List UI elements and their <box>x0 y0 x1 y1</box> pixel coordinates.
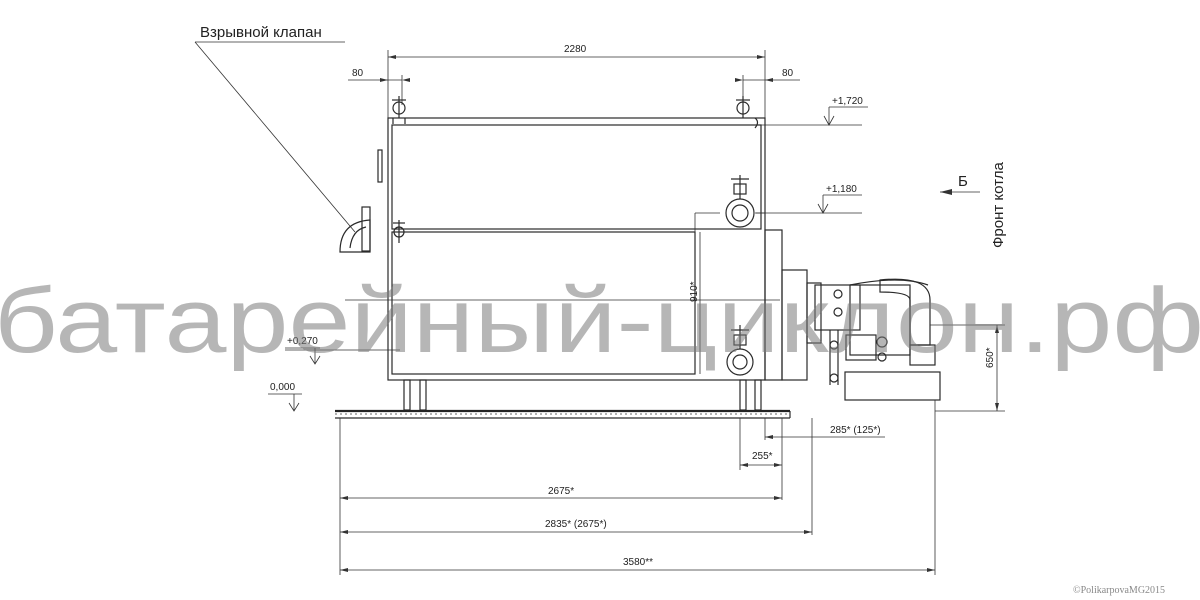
foundation <box>335 409 791 419</box>
elev-1720: +1,720 <box>832 96 863 107</box>
watermark: батарейный-циклон.рф <box>0 270 1200 372</box>
elevation-1180: +1,180 <box>755 184 862 214</box>
copyright: ©PolikarpovaMG2015 <box>1073 585 1165 596</box>
dim-80-right: 80 <box>782 68 794 79</box>
dim-650: 650* <box>985 347 996 368</box>
dim-2280: 2280 <box>564 44 587 55</box>
outlet-nozzle-upper <box>725 175 755 228</box>
elev-1180: +1,180 <box>826 184 857 195</box>
view-arrow: Б Фронт котла <box>940 162 1007 248</box>
elevation-1720: +1,720 <box>760 96 868 126</box>
top-dimensions: 2280 80 80 <box>348 44 800 118</box>
dim-2835: 2835* (2675*) <box>545 519 607 530</box>
explosion-valve-label: Взрывной клапан <box>200 24 322 41</box>
inlet-nozzle-lower <box>726 325 754 376</box>
dim-910-group: 910* <box>689 232 701 374</box>
valve-mid-left <box>393 220 405 243</box>
explosion-valve-callout: Взрывной клапан <box>194 24 356 233</box>
view-arrow-label: Б <box>958 173 968 190</box>
dim-2675: 2675* <box>548 486 574 497</box>
elevation-0270: +0,270 <box>285 336 400 365</box>
dim-285: 285* (125*) <box>830 425 881 436</box>
dim-910: 910* <box>689 281 700 302</box>
burner-flange <box>764 229 822 381</box>
burner-assembly <box>814 278 941 401</box>
elevation-0000: 0,000 <box>268 382 302 412</box>
dim-650-group: 650* <box>930 324 1005 412</box>
bottom-dimensions: 285* (125*) 255* 2675* 2835* (2675*) 358… <box>339 400 936 575</box>
elev-0000: 0,000 <box>270 382 295 393</box>
safety-valve-right <box>736 96 759 129</box>
dim-3580: 3580** <box>623 557 653 568</box>
safety-valve-left <box>392 96 406 124</box>
boiler-body <box>339 117 780 411</box>
boiler-front-label: Фронт котла <box>990 162 1007 248</box>
dim-80-left: 80 <box>352 68 364 79</box>
elev-0270: +0,270 <box>287 336 318 347</box>
dim-255: 255* <box>752 451 773 462</box>
